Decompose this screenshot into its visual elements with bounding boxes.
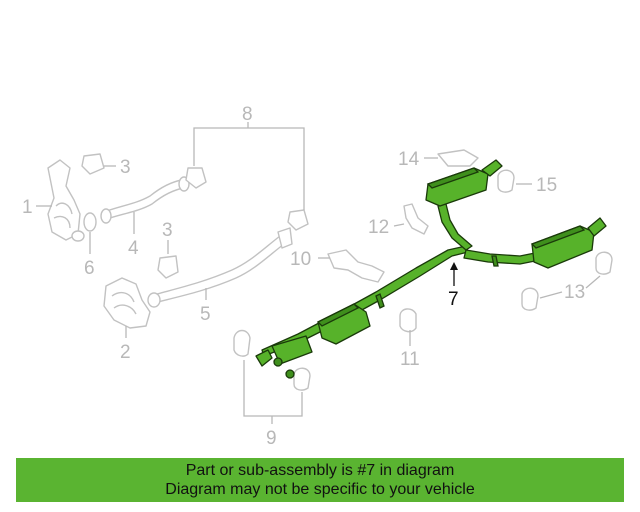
- callout-3-lower: 3: [162, 220, 173, 241]
- callout-12: 12: [368, 217, 389, 238]
- callout-4: 4: [128, 238, 139, 259]
- callout-9: 9: [266, 428, 277, 449]
- part-10-bracket: [327, 249, 385, 283]
- leader-7: [450, 262, 458, 286]
- callout-8: 8: [242, 104, 253, 125]
- callout-2: 2: [120, 342, 131, 363]
- callout-5: 5: [200, 304, 211, 325]
- callout-7: 7: [448, 289, 459, 310]
- part-13-hanger-upper: [595, 251, 613, 275]
- part-12-bracket: [403, 203, 429, 235]
- callout-3-upper: 3: [120, 157, 131, 178]
- part-2-manifold: [103, 277, 151, 329]
- part-8-seal-lower: [287, 209, 309, 231]
- part-9-hanger-left: [233, 329, 251, 357]
- callout-13: 13: [564, 282, 585, 303]
- leader-lines: [36, 122, 601, 424]
- callout-15: 15: [536, 175, 557, 196]
- part-3-gasket-upper: [81, 153, 105, 175]
- callout-14: 14: [398, 149, 420, 170]
- part-4-pipe: [100, 176, 190, 224]
- banner-line-part: Part or sub-assembly is #7 in diagram: [185, 462, 455, 479]
- part-9-hanger-right: [293, 367, 311, 391]
- part-11-hanger: [399, 308, 417, 333]
- part-14-bracket: [437, 149, 479, 167]
- callout-6: 6: [84, 258, 95, 279]
- callout-11: 11: [400, 349, 420, 370]
- part-7-muffler-assembly: [255, 159, 607, 379]
- part-1-manifold: [47, 159, 85, 242]
- part-3-gasket-lower: [157, 255, 179, 279]
- callout-10: 10: [290, 249, 311, 270]
- part-5-pipe: [147, 227, 293, 308]
- part-6-gasket: [83, 212, 97, 232]
- callout-1: 1: [22, 197, 33, 218]
- part-13-hanger-lower: [521, 287, 539, 311]
- part-15-hanger: [497, 169, 515, 193]
- banner-line-disclaimer: Diagram may not be specific to your vehi…: [165, 481, 475, 498]
- info-banner: Part or sub-assembly is #7 in diagram Di…: [16, 458, 624, 502]
- part-8-seal-upper: [185, 167, 207, 189]
